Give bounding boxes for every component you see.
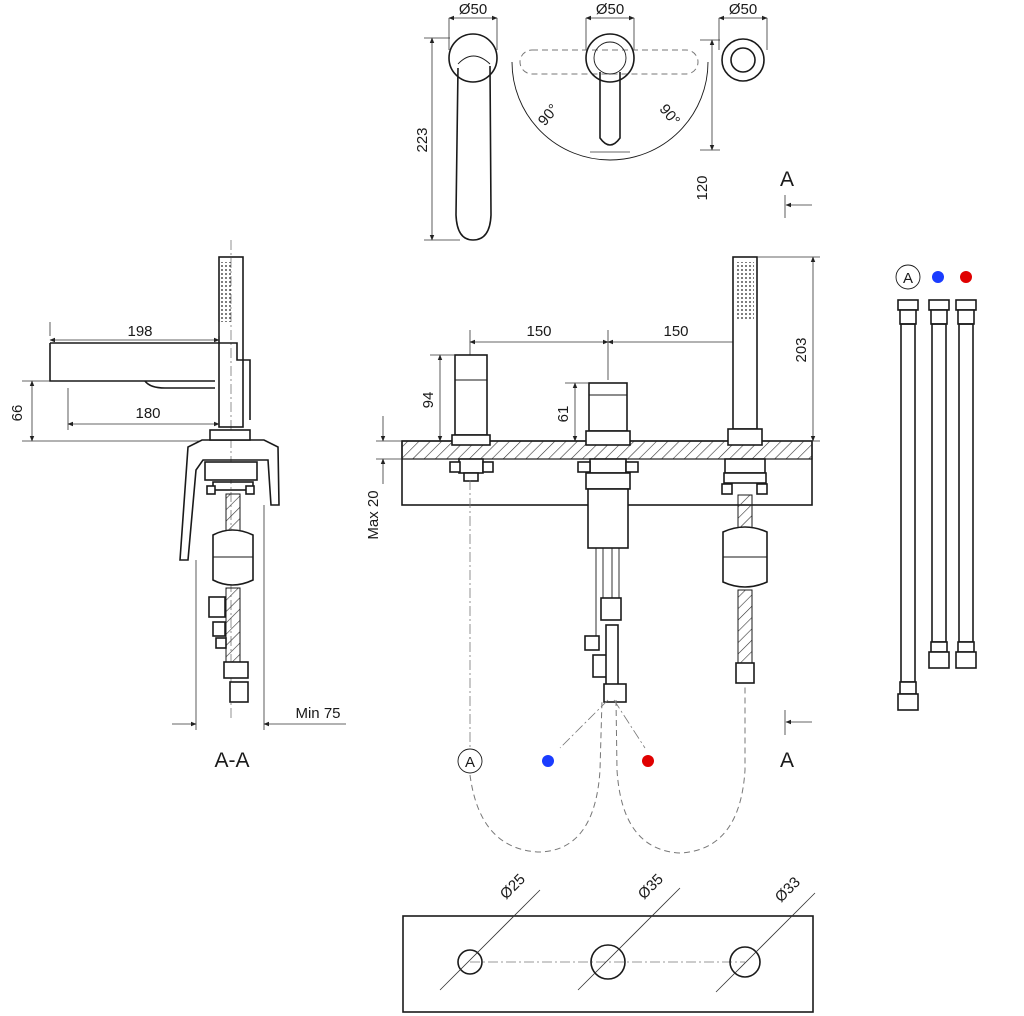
- angle-right-label: 90°: [656, 101, 684, 129]
- hot-water-dot: [642, 755, 654, 767]
- cold-water-dot: [542, 755, 554, 767]
- diameter-label: Ø50: [596, 1, 624, 18]
- cutout-plate: Ø25 Ø35 Ø33: [402, 871, 816, 1013]
- hoses-legend: A: [895, 264, 977, 711]
- height-223-label: 223: [414, 127, 431, 152]
- spacing-right-label: 150: [663, 323, 688, 340]
- hole-2-diameter: Ø35: [635, 871, 667, 903]
- cold-water-dot: [932, 271, 944, 283]
- height-120-label: 120: [694, 175, 711, 200]
- hose-hot: [955, 299, 977, 669]
- section-marker-a-top: A: [780, 168, 794, 191]
- hole-3-diameter: Ø33: [772, 874, 804, 906]
- top-view-spout: Ø50 223: [414, 1, 498, 241]
- hole-1-diameter: Ø25: [497, 871, 529, 903]
- hole-3: [729, 946, 761, 978]
- hole-1: [457, 949, 483, 975]
- spout-length-label: 198: [127, 323, 152, 340]
- hose-cold: [928, 299, 950, 669]
- diameter-label: Ø50: [729, 1, 757, 18]
- section-view-a-a: 198 180 66 Min 75 A-A: [9, 240, 346, 772]
- diameter-label: Ø50: [459, 1, 487, 18]
- spout-reach-label: 180: [135, 405, 160, 422]
- front-view: 150 150 94 61: [365, 256, 820, 854]
- section-marker-a-bottom: A: [780, 749, 794, 772]
- mixer-height-label: 61: [555, 406, 572, 423]
- min-clearance-label: Min 75: [295, 705, 340, 722]
- hose-a-label: A: [465, 754, 475, 771]
- spout-height-label: 94: [420, 392, 437, 409]
- top-view-handshower: Ø50 A: [718, 1, 812, 218]
- spout-height-label: 66: [9, 405, 26, 422]
- angle-left-label: 90°: [535, 101, 563, 129]
- hose-a-marker: [457, 748, 483, 774]
- top-view-mixer: Ø50 90° 90° 120: [511, 1, 720, 201]
- spacing-left-label: 150: [526, 323, 551, 340]
- hose-a: [897, 299, 919, 711]
- section-label: A-A: [214, 749, 249, 772]
- deck-thickness-label: Max 20: [365, 490, 382, 539]
- hole-2: [590, 944, 626, 980]
- hose-a-label: A: [903, 270, 913, 287]
- hot-water-dot: [960, 271, 972, 283]
- handshower-height-label: 203: [793, 337, 810, 362]
